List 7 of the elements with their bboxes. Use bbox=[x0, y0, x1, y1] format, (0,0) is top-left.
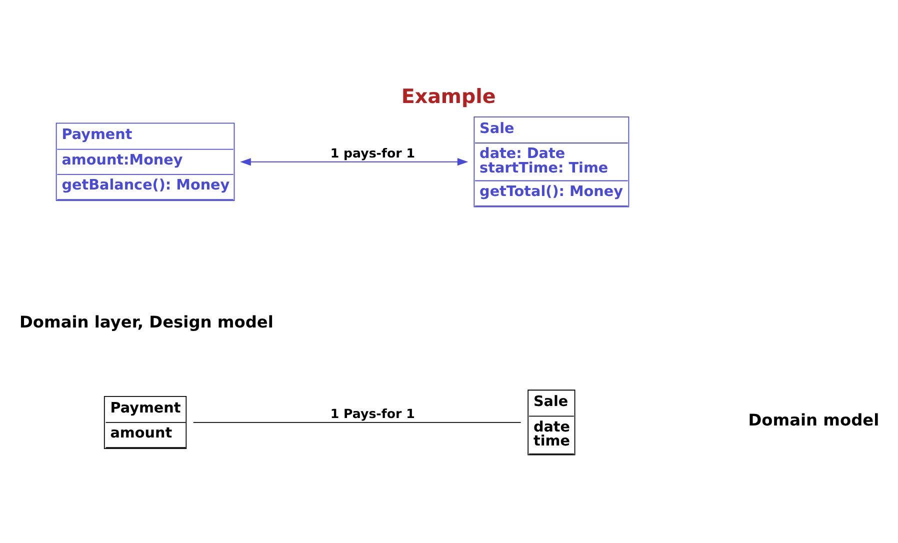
connector bbox=[192, 422, 522, 423]
diagram-title: Example bbox=[401, 85, 496, 108]
label: Domain model bbox=[748, 410, 880, 430]
arrow bbox=[240, 158, 468, 166]
label: Domain layer, Design model bbox=[19, 312, 274, 332]
edge-label: 1 Pays-for 1 bbox=[330, 406, 415, 422]
edge-label: 1 pays-for 1 bbox=[330, 146, 415, 161]
